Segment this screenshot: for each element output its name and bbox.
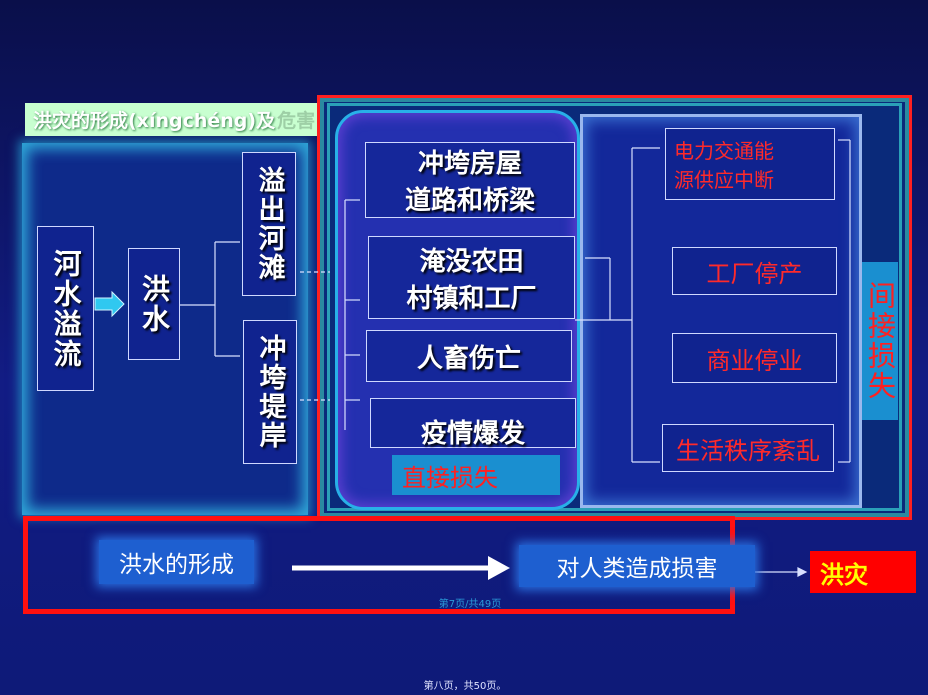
indirect-effect-1: 电力交通能 源供应中断 bbox=[665, 128, 835, 200]
effects-inner-frame bbox=[327, 103, 902, 511]
direct-effect-2-line2: 村镇和工厂 bbox=[406, 283, 537, 314]
indirect-effect-4: 生活秩序紊乱 bbox=[662, 424, 834, 472]
indirect-effect-1-line1: 电力交通能 bbox=[674, 139, 774, 163]
direct-effect-4-label: 疫情爆发 bbox=[420, 418, 525, 449]
summary-harm-text: 对人类造成损害 bbox=[556, 556, 718, 582]
flood-box: 洪水 bbox=[128, 248, 180, 360]
indirect-effect-3: 商业停业 bbox=[672, 333, 837, 383]
indirect-effect-3-label: 商业停业 bbox=[706, 346, 803, 375]
title-text: 洪灾的形成(xíngchéng)及 bbox=[33, 110, 276, 132]
summary-formation-text: 洪水的形成 bbox=[119, 552, 234, 578]
footer-text: 第八页，共50页。 bbox=[423, 681, 507, 692]
spill-banks-label: 溢出河滩 bbox=[253, 166, 285, 282]
direct-effect-1: 冲垮房屋 道路和桥梁 bbox=[365, 142, 575, 218]
indirect-effect-2: 工厂停产 bbox=[672, 247, 837, 295]
overflow-label: 河水溢流 bbox=[49, 248, 83, 369]
summary-harm: 对人类造成损害 bbox=[519, 545, 755, 587]
direct-effect-2: 淹没农田 村镇和工厂 bbox=[368, 236, 575, 319]
direct-effect-4: 疫情爆发 bbox=[370, 398, 576, 449]
direct-effect-1-line1: 冲垮房屋 bbox=[417, 149, 522, 179]
indirect-effect-4-label: 生活秩序紊乱 bbox=[676, 436, 820, 465]
summary-result-text: 洪灾 bbox=[820, 560, 868, 589]
direct-loss-text: 直接损失 bbox=[402, 463, 498, 492]
summary-result: 洪灾 bbox=[810, 551, 916, 593]
overflow-box: 河水溢流 bbox=[37, 226, 94, 391]
indirect-effect-2-label: 工厂停产 bbox=[706, 259, 803, 288]
indirect-effect-1-line2: 源供应中断 bbox=[674, 168, 774, 192]
footer: 第八页，共50页。 bbox=[400, 677, 530, 692]
direct-effect-3-label: 人畜伤亡 bbox=[416, 343, 521, 374]
spill-banks-box: 溢出河滩 bbox=[242, 152, 296, 296]
page-caption: 第7页/共49页 bbox=[420, 595, 520, 610]
title-text-tail: 危害 bbox=[277, 110, 316, 132]
direct-effect-2-line1: 淹没农田 bbox=[419, 246, 524, 277]
indirect-loss-label: 间接损失 bbox=[862, 262, 898, 420]
direct-effect-3: 人畜伤亡 bbox=[366, 330, 572, 382]
flood-label: 洪水 bbox=[138, 274, 171, 334]
erode-dikes-label: 冲垮堤岸 bbox=[254, 334, 286, 450]
page-caption-text: 第7页/共49页 bbox=[438, 599, 502, 610]
erode-dikes-box: 冲垮堤岸 bbox=[243, 320, 297, 464]
direct-effect-1-line2: 道路和桥梁 bbox=[404, 186, 535, 216]
summary-formation: 洪水的形成 bbox=[99, 540, 254, 584]
indirect-loss-text: 间接损失 bbox=[864, 281, 897, 401]
direct-loss-label: 直接损失 bbox=[392, 455, 560, 495]
